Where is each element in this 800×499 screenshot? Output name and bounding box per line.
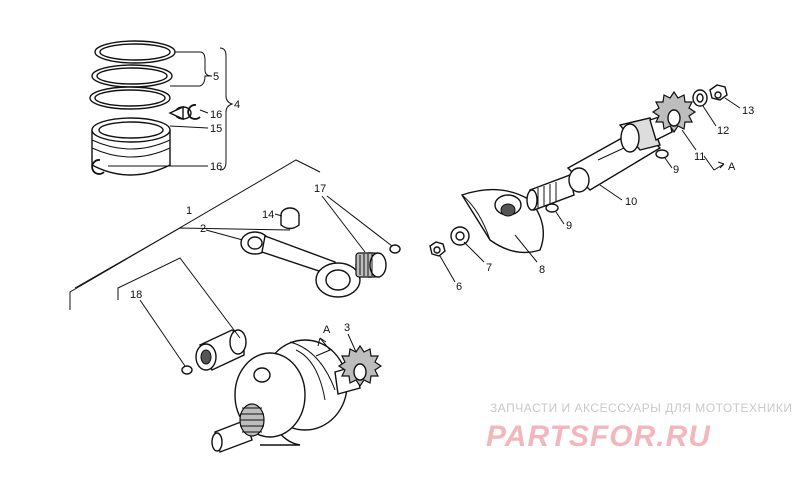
woodruff-key: [181, 365, 193, 375]
connecting-rod: [240, 231, 361, 298]
label-6: 6: [456, 281, 462, 293]
label-12: 12: [717, 125, 729, 137]
label-17: 17: [314, 183, 326, 195]
crank-sprocket: [337, 344, 383, 388]
label-8: 8: [539, 264, 545, 276]
label-2: 2: [200, 223, 206, 235]
label-3: 3: [344, 322, 350, 334]
needle-bearing: [355, 252, 387, 278]
shaft-key-lower: [545, 203, 559, 213]
output-sprocket: [651, 90, 697, 134]
label-9-upper: 9: [673, 164, 679, 176]
crankshaft-flywheel: [211, 339, 361, 453]
assembly-bracket: [69, 159, 321, 310]
piston-group: [89, 40, 234, 176]
shaft-key-upper: [655, 149, 669, 159]
lock-washer: [450, 226, 470, 246]
arrow-a-shaft: [703, 155, 725, 171]
label-4: 4: [234, 99, 240, 111]
arrow-a-label-shaft: A: [728, 161, 736, 173]
crank-pin: [195, 329, 247, 371]
arrow-a-crank: [315, 337, 331, 357]
hex-nut-6: [429, 241, 446, 257]
crank-nut: [389, 244, 401, 254]
label-9-lower: 9: [566, 220, 572, 232]
main-shaft: [526, 113, 673, 211]
label-1: 1: [186, 205, 192, 217]
washer-12: [692, 89, 708, 107]
watermark-tagline: ЗАПЧАСТИ И АКСЕССУАРЫ ДЛЯ МОТОТЕХНИКИ: [490, 401, 792, 415]
label-16-top: 16: [210, 109, 222, 121]
label-16-bottom: 16: [210, 161, 222, 173]
label-10: 10: [625, 196, 637, 208]
small-end-bearing: [280, 207, 300, 230]
label-18: 18: [130, 289, 142, 301]
watermark-logo: PARTSFOR.RU: [486, 420, 711, 453]
label-14: 14: [262, 209, 274, 221]
arrow-a-label-crank: A: [323, 324, 331, 336]
piston: [91, 105, 192, 176]
piston-rings: [89, 40, 176, 110]
label-11: 11: [694, 151, 705, 163]
hex-nut-13: [709, 84, 728, 101]
label-13: 13: [742, 105, 754, 117]
cam-plate: [460, 188, 544, 254]
label-15: 15: [210, 123, 222, 135]
label-5: 5: [213, 71, 219, 83]
label-7: 7: [486, 262, 492, 274]
